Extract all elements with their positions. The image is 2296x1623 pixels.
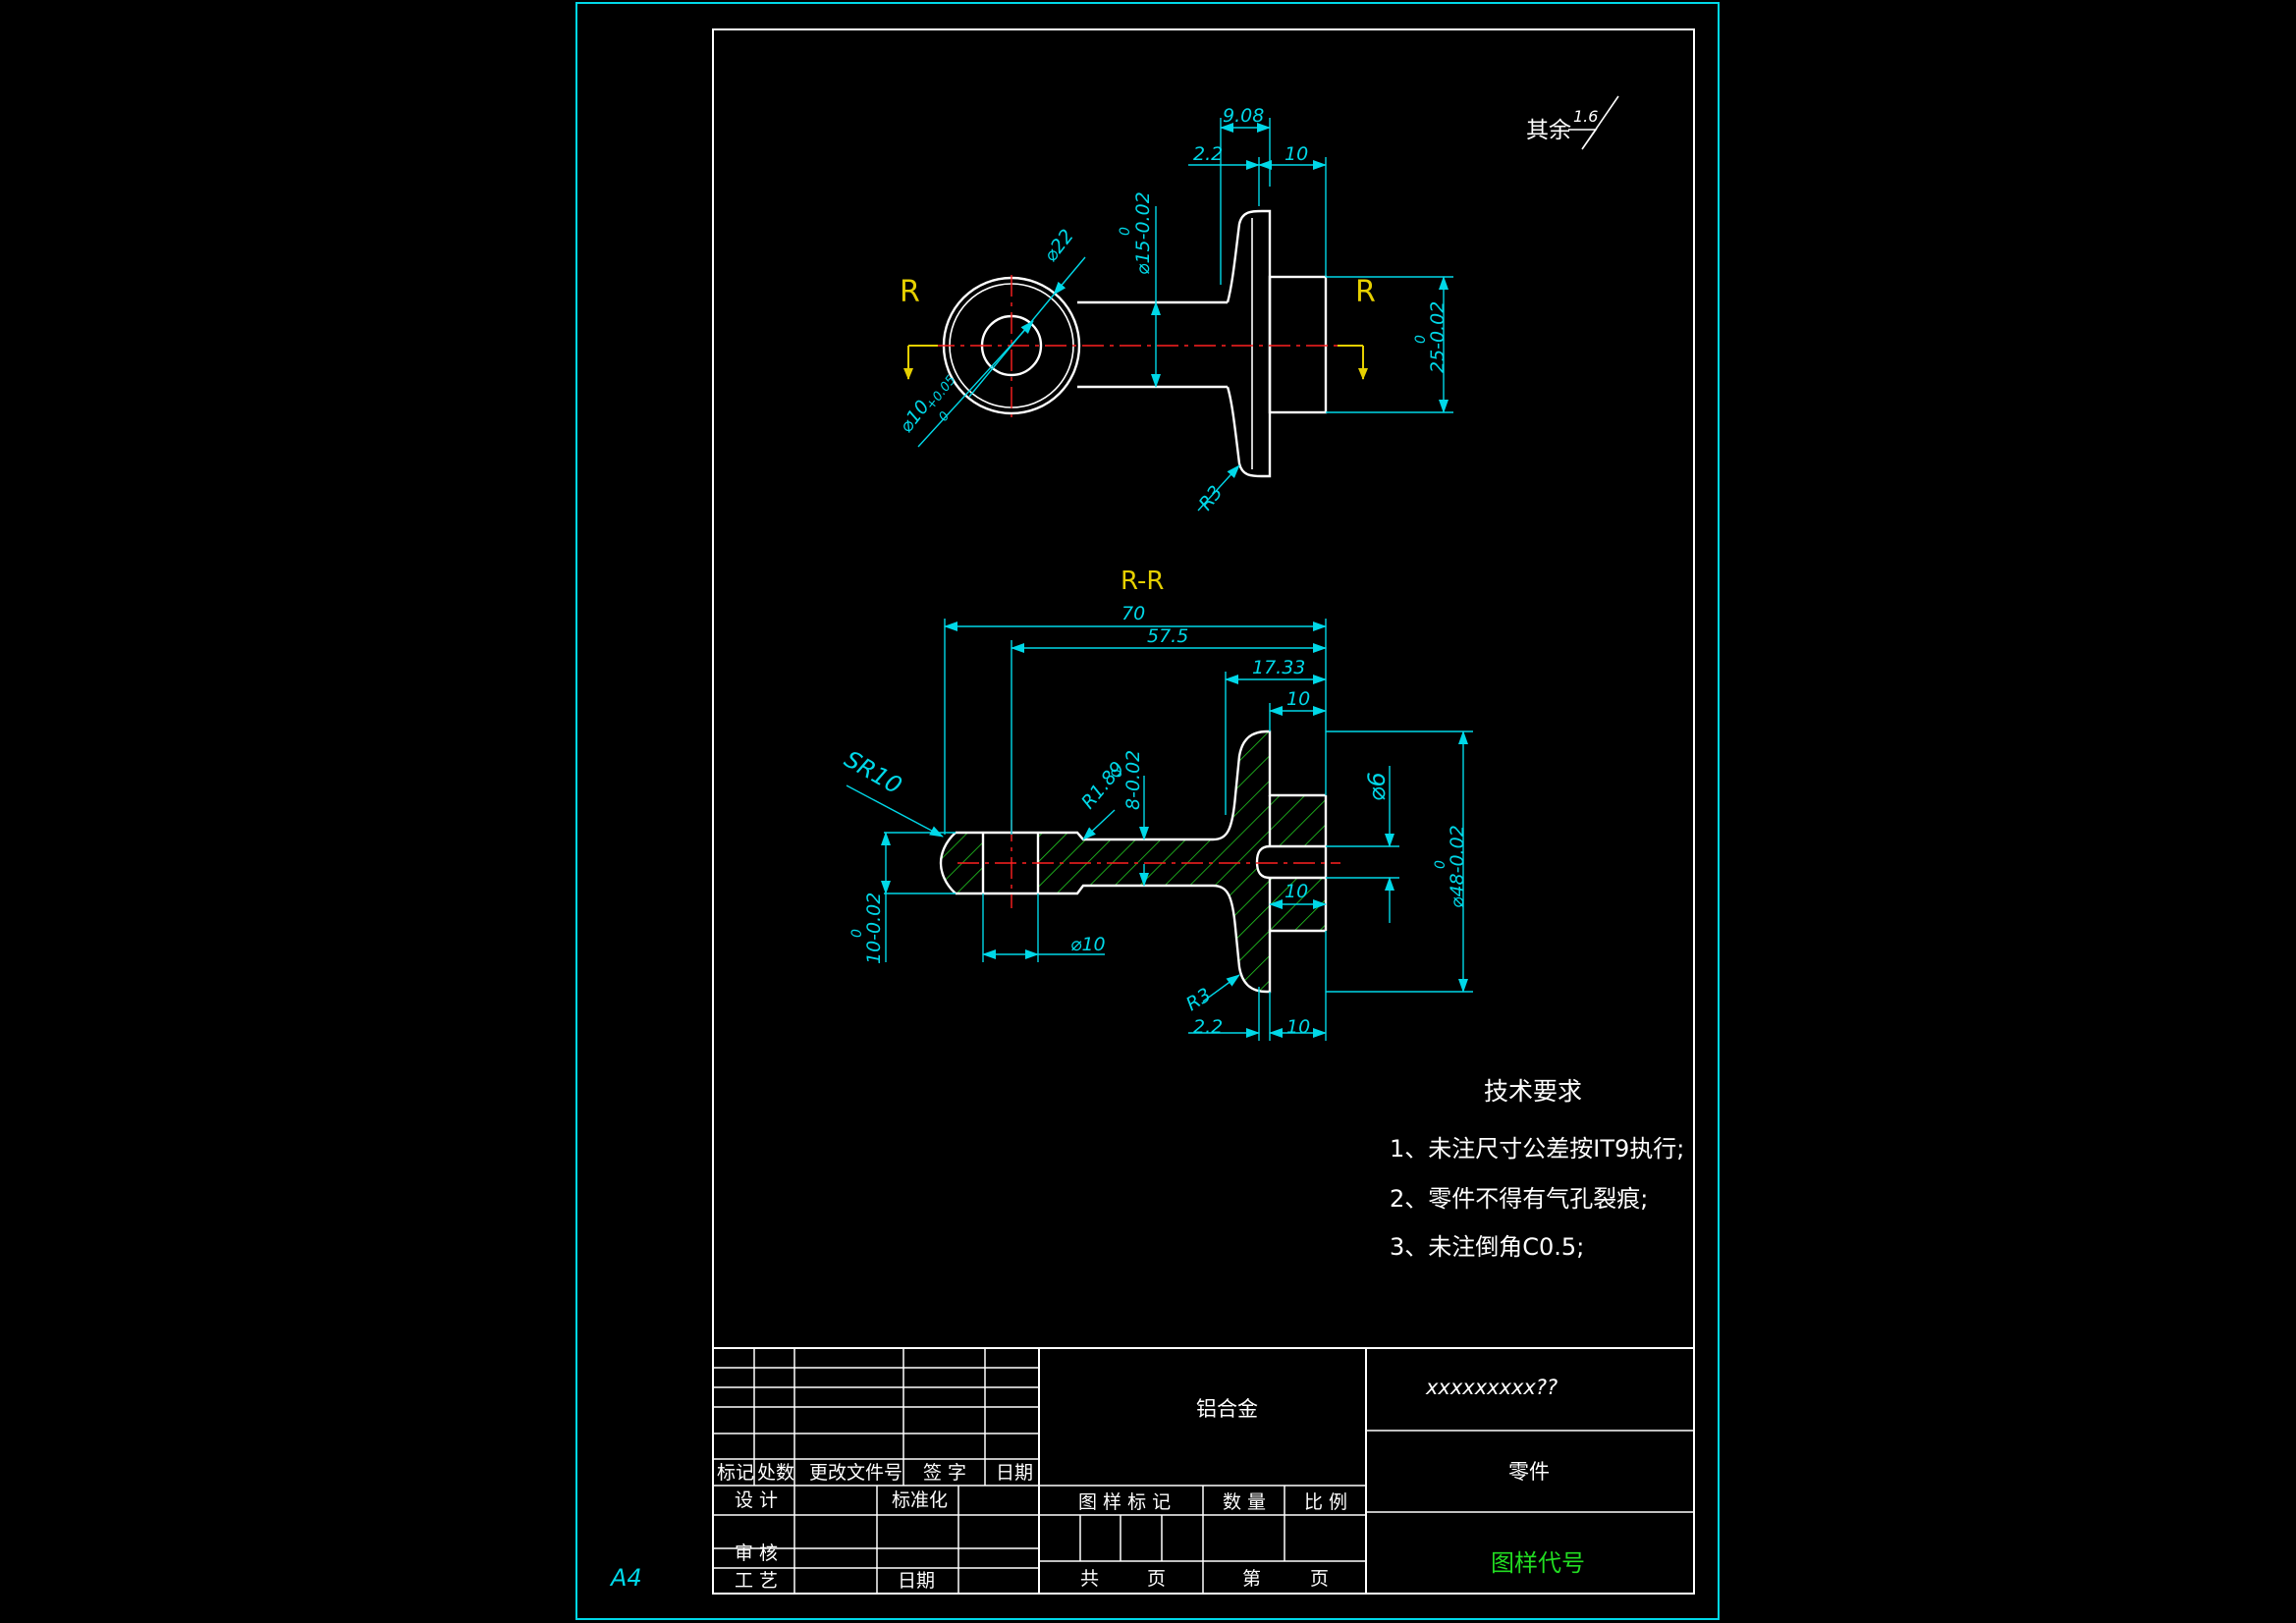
label-review: 审 核 (735, 1542, 778, 1564)
company-name: xxxxxxxxx?? (1425, 1376, 1558, 1399)
roughness-value: 1.6 (1573, 107, 1598, 126)
section-title: R-R (1121, 567, 1164, 596)
dim-70: 70 (1121, 603, 1145, 624)
dim-2-2-front: 2.2 (1193, 143, 1223, 165)
hatched-section (1038, 731, 1326, 992)
dim-57-5: 57.5 (1147, 625, 1188, 647)
boss (1268, 275, 1328, 414)
drawing-code: 图样代号 (1491, 1549, 1585, 1577)
sheet-size-label: A4 (609, 1564, 642, 1592)
dim-10-left: 10-0.02 (863, 893, 885, 964)
section-cut-marks (903, 345, 1368, 380)
label-page-2: 页 (1310, 1568, 1329, 1590)
label-standardize: 标准化 (892, 1489, 948, 1511)
title-block (712, 1347, 1695, 1595)
dim-10-bottom: 10 (1286, 1016, 1310, 1038)
flange-profile (1226, 209, 1272, 478)
dim-phi48-upper: 0 (1433, 860, 1449, 869)
dim-phi22: ⌀22 (1040, 225, 1078, 266)
roughness-symbol (1568, 95, 1619, 150)
label-page-1: 页 (1147, 1568, 1166, 1590)
label-process: 工 艺 (735, 1570, 778, 1592)
tech-req-item-3: 3、未注倒角C0.5; (1390, 1233, 1584, 1261)
material: 铝合金 (1196, 1397, 1258, 1421)
rev-header-mark: 标记 (717, 1462, 754, 1484)
dim-8-upper: 0 (1110, 769, 1125, 778)
dim-r3-section: R3 (1182, 984, 1215, 1015)
dim-9-08: 9.08 (1223, 105, 1264, 127)
front-dimensions (917, 118, 1453, 512)
dim-phi48: ⌀48-0.02 (1447, 825, 1468, 908)
dim-r1-89: R1.89 (1077, 758, 1129, 814)
dim-17-33: 17.33 (1252, 657, 1305, 678)
dim-25-upper: 0 (1413, 335, 1429, 344)
label-drawing-mark: 图 样 标 记 (1078, 1491, 1171, 1513)
dim-25: 25-0.02 (1427, 301, 1449, 373)
tech-req-item-1: 1、未注尺寸公差按IT9执行; (1390, 1135, 1684, 1163)
section-dimensions (846, 619, 1473, 1041)
label-sheet-no: 第 (1242, 1568, 1261, 1590)
label-total: 共 (1080, 1568, 1099, 1590)
label-design: 设 计 (735, 1489, 778, 1511)
section-mark-right: R (1355, 275, 1376, 309)
dim-sr10: SR10 (840, 745, 906, 799)
dim-2-2-section: 2.2 (1193, 1016, 1223, 1038)
roughness-label: 其余 (1526, 118, 1571, 143)
dim-10-front: 10 (1285, 143, 1308, 165)
rev-header-count: 处数 (757, 1462, 794, 1484)
dim-10-top: 10 (1286, 688, 1310, 710)
part-name: 零件 (1508, 1460, 1550, 1484)
label-quantity: 数 量 (1223, 1491, 1266, 1513)
rev-header-date: 日期 (996, 1462, 1033, 1484)
section-view (939, 730, 1328, 994)
outer-border (575, 2, 1720, 1620)
tech-req-title: 技术要求 (1484, 1077, 1582, 1106)
dim-phi15-upper: 0 (1118, 227, 1133, 236)
label-scale: 比 例 (1304, 1491, 1347, 1513)
dim-phi15: ⌀15-0.02 (1132, 191, 1154, 275)
dim-10-mid: 10 (1285, 881, 1308, 902)
dim-phi6: ⌀6 (1363, 772, 1391, 801)
rev-header-docno: 更改文件号 (809, 1462, 902, 1484)
inner-border (712, 28, 1695, 1595)
dim-phi10-section: ⌀10 (1070, 934, 1106, 955)
dim-8: 8-0.02 (1122, 750, 1144, 810)
label-date: 日期 (898, 1570, 935, 1592)
tech-req-item-2: 2、零件不得有气孔裂痕; (1390, 1185, 1648, 1213)
dim-10-left-upper: 0 (849, 929, 865, 938)
rev-header-sign: 签 字 (923, 1462, 966, 1484)
section-mark-left: R (900, 275, 920, 309)
